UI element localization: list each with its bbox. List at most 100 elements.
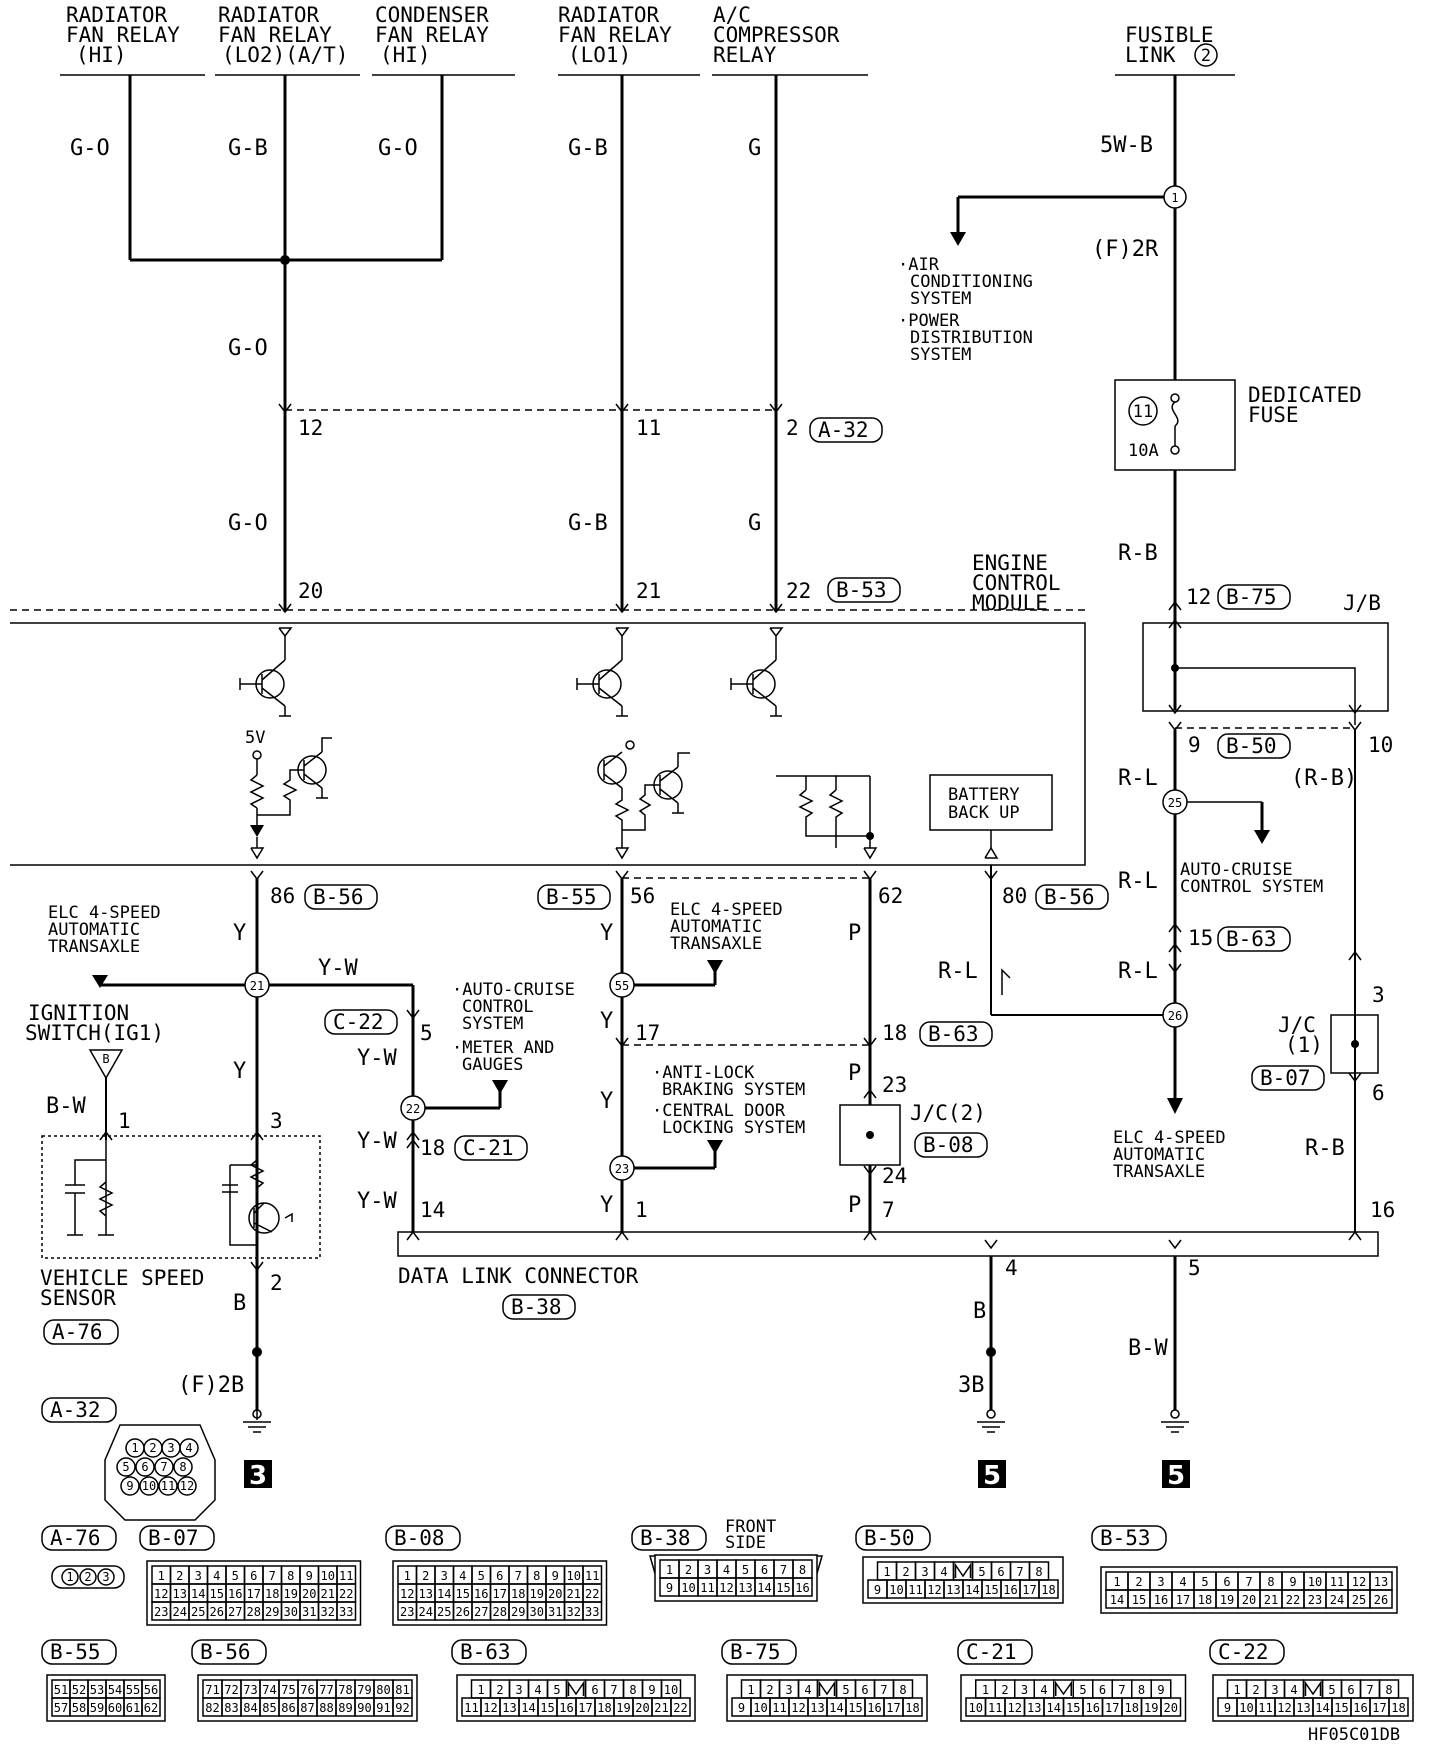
connector-pin: 13	[502, 1701, 516, 1715]
connector-pin: 21	[321, 1587, 335, 1601]
svg-text:3: 3	[1372, 983, 1385, 1007]
label-central-door-locking: ·CENTRAL DOOR LOCKING SYSTEM	[652, 1101, 805, 1138]
connector-pin: 24	[419, 1605, 433, 1619]
label-auto-cruise-control-mid: ·AUTO-CRUISE CONTROL SYSTEM	[452, 980, 585, 1034]
connector-pin: 1	[1233, 1683, 1240, 1697]
label-front-side-2: SIDE	[725, 1533, 766, 1553]
connector-pin: 13	[946, 1583, 960, 1597]
connector-pin: 8	[533, 1569, 540, 1583]
connector-pin: 5	[478, 1569, 485, 1583]
svg-text:6: 6	[1372, 1081, 1385, 1105]
connector-pin: 9	[306, 1569, 313, 1583]
svg-text:17: 17	[635, 1021, 660, 1045]
connector-pin: 19	[616, 1701, 630, 1715]
svg-text:56: 56	[630, 884, 655, 908]
connector-pin: 17	[1022, 1583, 1036, 1597]
connector-pin: 18	[1198, 1593, 1212, 1607]
connector-id-b56-2: B-56	[1044, 885, 1095, 909]
connector-pin: 5	[1079, 1683, 1086, 1697]
connector-pin: 11	[700, 1581, 714, 1595]
connector-pin: 10	[142, 1479, 156, 1493]
connector-pin: 9	[874, 1583, 881, 1597]
connector-pin: 21	[1264, 1593, 1278, 1607]
engine-control-module-box: 5V	[10, 622, 1086, 866]
svg-text:26: 26	[1168, 1009, 1182, 1023]
connector-pin: 52	[72, 1683, 86, 1697]
connector-pin: 3	[704, 1563, 711, 1577]
svg-text:P: P	[848, 1061, 861, 1086]
connector-pin: 71	[205, 1683, 219, 1697]
right-wire-colors: R-L (R-B) R-L R-L R-L R-B	[938, 766, 1357, 1161]
svg-text:Y-W: Y-W	[357, 1046, 397, 1071]
connector-id-b75-face: B-75	[730, 1640, 781, 1664]
connector-pin: 20	[1242, 1593, 1256, 1607]
connector-pin: 87	[300, 1701, 314, 1715]
svg-text:Y-W: Y-W	[357, 1189, 397, 1214]
connector-pin: 22	[585, 1587, 599, 1601]
connector-pin: 14	[757, 1581, 771, 1595]
connector-pin: 26	[456, 1605, 470, 1619]
connector-pin: 17	[493, 1587, 507, 1601]
connector-pin: 10	[1239, 1701, 1253, 1715]
connector-pin: 57	[54, 1701, 68, 1715]
connector-pin: 3	[1157, 1575, 1164, 1589]
label-air-conditioning-system: ·AIR CONDITIONING SYSTEM	[898, 255, 1043, 309]
connector-pin: 7	[515, 1569, 522, 1583]
connector-pin: 7	[1016, 1565, 1023, 1579]
connector-id-b53-face: B-53	[1100, 1526, 1151, 1550]
connector-pin: 14	[521, 1701, 535, 1715]
connector-pin: 8	[287, 1569, 294, 1583]
connector-pin: 12	[154, 1587, 168, 1601]
svg-text:G-O: G-O	[70, 136, 110, 161]
connector-pin: 3	[167, 1441, 174, 1455]
transistor-2	[576, 627, 630, 717]
connector-pin: 28	[247, 1605, 261, 1619]
connector-id-b63-face: B-63	[460, 1640, 511, 1664]
svg-text:G-O: G-O	[378, 136, 418, 161]
splice-1	[1163, 185, 1187, 209]
svg-text:Y: Y	[600, 1193, 613, 1218]
svg-text:5W-B: 5W-B	[1100, 133, 1153, 158]
connector-pin: 27	[474, 1605, 488, 1619]
label-elc-transaxle-mid: ELC 4-SPEED AUTOMATIC TRANSAXLE	[670, 900, 793, 954]
svg-text:10: 10	[1368, 733, 1393, 757]
upper-wires	[128, 75, 1177, 612]
svg-text:R-L: R-L	[1118, 869, 1158, 894]
label-ac-compressor-relay: A/C COMPRESSOR RELAY	[713, 3, 852, 67]
connector-pin: 1	[666, 1563, 673, 1577]
splice-25	[1162, 789, 1188, 815]
connector-pin: 2	[84, 1570, 91, 1584]
connector-pin: 11	[988, 1701, 1002, 1715]
connector-pin: 92	[395, 1701, 409, 1715]
connector-pin: 24	[1330, 1593, 1344, 1607]
connector-id-c21-face: C-21	[966, 1640, 1017, 1664]
transistor-1	[239, 627, 293, 717]
connector-pin: 1	[1113, 1575, 1120, 1589]
connector-pin: 2	[149, 1441, 156, 1455]
svg-text:15: 15	[1188, 926, 1213, 950]
connector-pin: 8	[179, 1460, 186, 1474]
connector-pin: 6	[1223, 1575, 1230, 1589]
label-radiator-fan-relay-hi: RADIATOR FAN RELAY (HI)	[66, 3, 192, 67]
data-link-connector: 14 1 7 4 5 16	[397, 1198, 1395, 1280]
ground-3: 3	[243, 1409, 272, 1491]
connector-pin: 16	[228, 1587, 242, 1601]
svg-text:BATTERY: BATTERY	[948, 785, 1020, 805]
connector-pin: 16	[1086, 1701, 1100, 1715]
connector-pin: 3	[102, 1570, 109, 1584]
pins-a32: 12 11 2 A-32	[278, 403, 883, 443]
label-vehicle-speed-sensor: VEHICLE SPEED SENSOR	[40, 1266, 217, 1310]
connector-pin: 12	[719, 1581, 733, 1595]
fusible-link-number: 2	[1201, 46, 1211, 66]
connector-pin: 9	[1289, 1575, 1296, 1589]
connector-id-c21: C-21	[463, 1136, 514, 1160]
svg-text:14: 14	[420, 1198, 445, 1222]
connector-pin: 15	[210, 1587, 224, 1601]
svg-text:Y: Y	[600, 1089, 613, 1114]
label-radiator-fan-relay-lo1: RADIATOR FAN RELAY (LO1)	[558, 3, 684, 67]
connector-pin: 31	[302, 1605, 316, 1619]
svg-text:9: 9	[1188, 733, 1201, 757]
